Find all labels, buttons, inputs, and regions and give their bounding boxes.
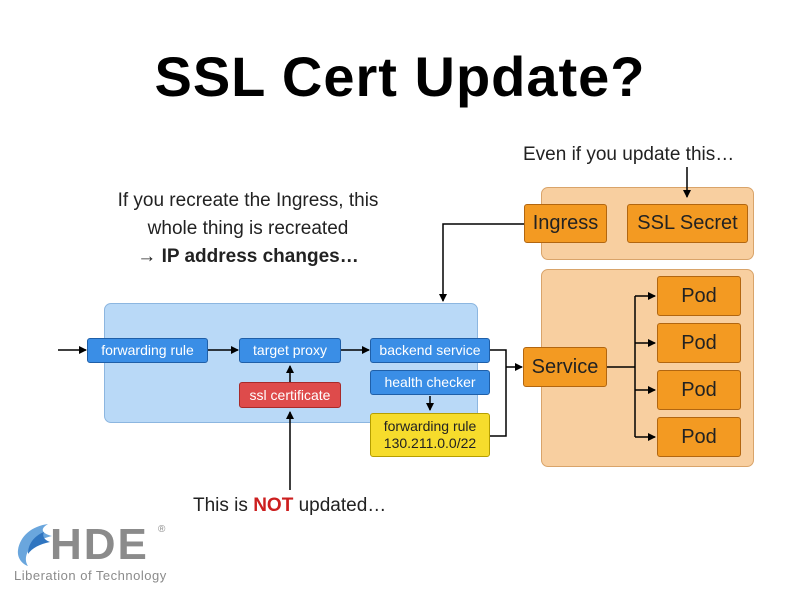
note-line-3: → IP address changes… [70,243,426,271]
note-secret-update: Even if you update this… [523,144,735,165]
note-not-updated: This is NOT updated… [193,495,386,517]
health-checker-node: health checker [370,370,490,395]
pod-node: Pod [657,323,741,363]
target-proxy-node: target proxy [239,338,341,363]
note-not-highlight: NOT [253,495,294,516]
pod-node: Pod [657,276,741,316]
note-line-2: whole thing is recreated [147,218,349,239]
forwarding-rule-ip-label: forwarding rule [383,418,477,434]
ssl-secret-node: SSL Secret [627,204,748,243]
arrow-prefix: → [137,246,162,267]
hde-logo-text: HDE [50,520,149,569]
service-node: Service [523,347,607,387]
ssl-certificate-node: ssl certificate [239,382,341,408]
ingress-node: Ingress [524,204,607,243]
hde-tagline: Liberation of Technology [14,568,167,583]
note-bottom-prefix: This is [193,495,254,516]
pod-node: Pod [657,417,741,457]
backend-service-node: backend service [370,338,490,363]
pod-node: Pod [657,370,741,410]
forwarding-rule-node: forwarding rule [87,338,208,363]
hde-logo-icon [17,524,52,566]
note-bottom-suffix: updated… [293,495,387,516]
note-ingress-recreate: If you recreate the Ingress, this whole … [70,187,426,271]
forwarding-rule-ip-range: 130.211.0.0/22 [383,435,477,451]
note-line-1: If you recreate the Ingress, this [117,190,379,211]
registered-mark: ® [158,524,166,535]
forwarding-rule-ip-node: forwarding rule 130.211.0.0/22 [370,413,490,457]
page-title: SSL Cert Update? [154,45,646,108]
note-ip-changes: IP address changes… [161,246,359,267]
